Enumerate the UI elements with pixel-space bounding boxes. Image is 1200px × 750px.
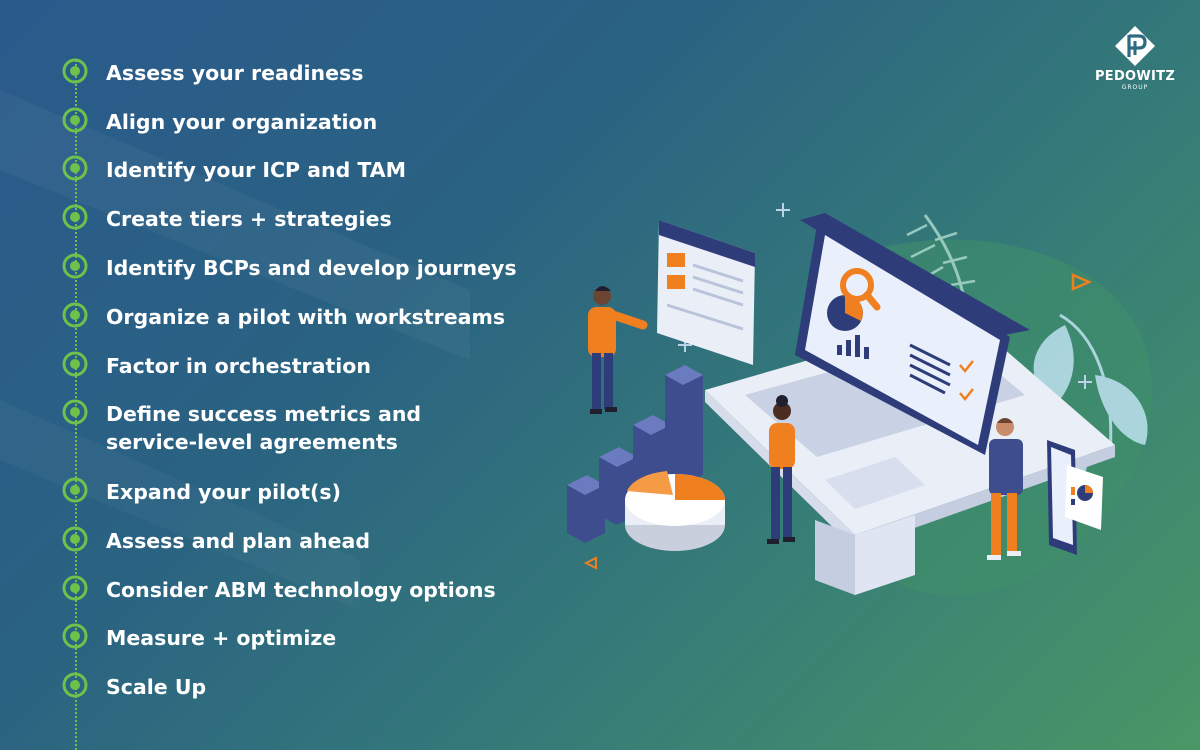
target-circle-icon [62, 253, 88, 279]
timeline-line [75, 60, 77, 750]
laptop-analytics-illustration [567, 203, 1152, 596]
step-label: Identify BCPs and develop journeys [106, 256, 517, 280]
step-label: Consider ABM technology options [106, 578, 496, 602]
target-circle-icon [62, 58, 88, 84]
step-label: Create tiers + strategies [106, 207, 392, 231]
brand-sub: GROUP [1121, 84, 1149, 91]
target-circle-icon [62, 526, 88, 552]
target-circle-icon [62, 672, 88, 698]
checkmark-icon [959, 360, 974, 401]
target-circle-icon [62, 155, 88, 181]
person-figure [767, 395, 795, 544]
person-figure [987, 418, 1023, 560]
pedestal-block [855, 515, 915, 595]
step-label: Align your organization [106, 110, 378, 134]
screen-bar-chart [837, 335, 869, 359]
target-circle-icon [62, 575, 88, 601]
brand-logo: PEDOWITZ GROUP [1090, 25, 1180, 95]
step-label: Factor in orchestration [106, 354, 371, 378]
step-label: Identify your ICP and TAM [106, 158, 407, 182]
screen-text-lines [909, 343, 951, 395]
phone-device [1047, 440, 1103, 555]
step-label: Organize a pilot with workstreams [106, 305, 506, 329]
target-circle-icon [62, 351, 88, 377]
person-figure [588, 286, 648, 414]
step-label: Scale Up [106, 675, 207, 699]
magnifier-icon [840, 268, 874, 302]
laptop-screen [805, 235, 1000, 445]
step-label: Assess your readiness [106, 61, 364, 85]
target-circle-icon [62, 204, 88, 230]
plus-decoration [776, 203, 790, 217]
laptop-trackpad [825, 457, 925, 509]
step-label: Expand your pilot(s) [106, 480, 341, 504]
step-list: Assess your readiness Align your organiz… [0, 0, 560, 750]
3d-pie-chart [625, 471, 725, 551]
plus-decoration [1078, 375, 1092, 389]
target-circle-icon [62, 399, 88, 425]
target-circle-icon [62, 477, 88, 503]
target-circle-icon [62, 302, 88, 328]
pedowitz-logo-icon [1115, 26, 1155, 66]
step-label: Define success metrics and service-level… [106, 402, 422, 454]
triangle-decoration [583, 556, 597, 570]
target-circle-icon [62, 623, 88, 649]
target-circle-icon [62, 107, 88, 133]
laptop-screen-frame [800, 213, 1030, 335]
brand-name: PEDOWITZ [1094, 69, 1176, 84]
step-label: Assess and plan ahead [106, 529, 371, 553]
play-triangle-decoration [1071, 273, 1093, 291]
step-label: Measure + optimize [106, 626, 337, 650]
